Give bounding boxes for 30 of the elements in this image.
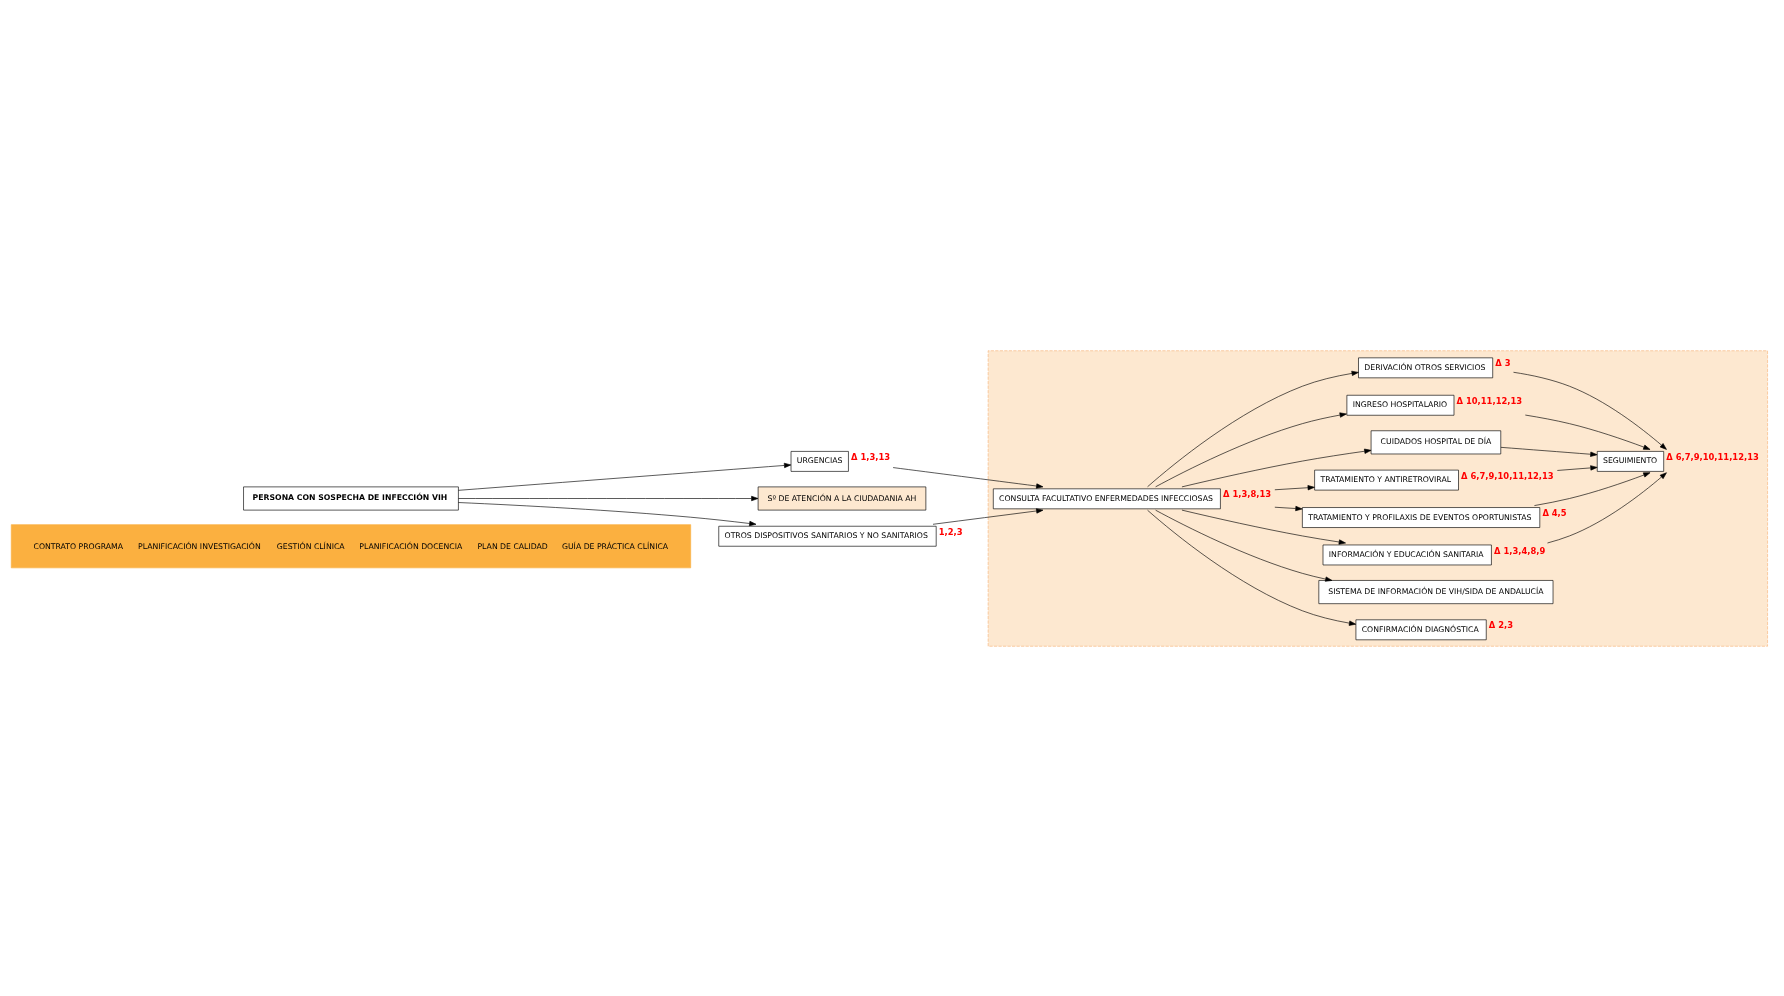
arrow <box>1147 509 1357 626</box>
arrow <box>1155 509 1333 582</box>
node-label: Δ 1,3,8,13 <box>1223 488 1272 499</box>
arrow <box>1534 471 1651 506</box>
node-label: Δ 2,3 <box>1488 619 1514 630</box>
cluster <box>987 349 1768 647</box>
arrow <box>1181 448 1372 487</box>
arrow <box>1155 412 1347 487</box>
node-label: Δ 6,7,9,10,11,12,13 <box>1666 451 1759 462</box>
arrow <box>1525 414 1651 450</box>
arrow <box>458 495 759 501</box>
node-label: Δ 1,3,4,8,9 <box>1494 545 1546 556</box>
node-label: Δ 1,3,13 <box>851 451 891 462</box>
node-label: Δ 4,5 <box>1542 507 1567 518</box>
arrow <box>892 466 1044 489</box>
node-label: Δ 6,7,9,10,11,12,13 <box>1461 470 1554 481</box>
arrow <box>1274 484 1315 490</box>
arrow <box>1557 464 1598 471</box>
node-label: Δ 10,11,12,13 <box>1456 395 1523 406</box>
arrow <box>1274 505 1303 511</box>
node-label: 1,2,3 <box>938 526 963 537</box>
node-label: Δ 3 <box>1495 357 1511 368</box>
arrow <box>458 462 792 491</box>
arrow <box>458 501 757 526</box>
arrow <box>1500 446 1598 457</box>
arrow <box>1547 471 1667 543</box>
arrow <box>1147 370 1359 487</box>
arrow <box>932 507 1044 525</box>
arrow <box>1513 371 1667 450</box>
arrow <box>1181 509 1346 545</box>
